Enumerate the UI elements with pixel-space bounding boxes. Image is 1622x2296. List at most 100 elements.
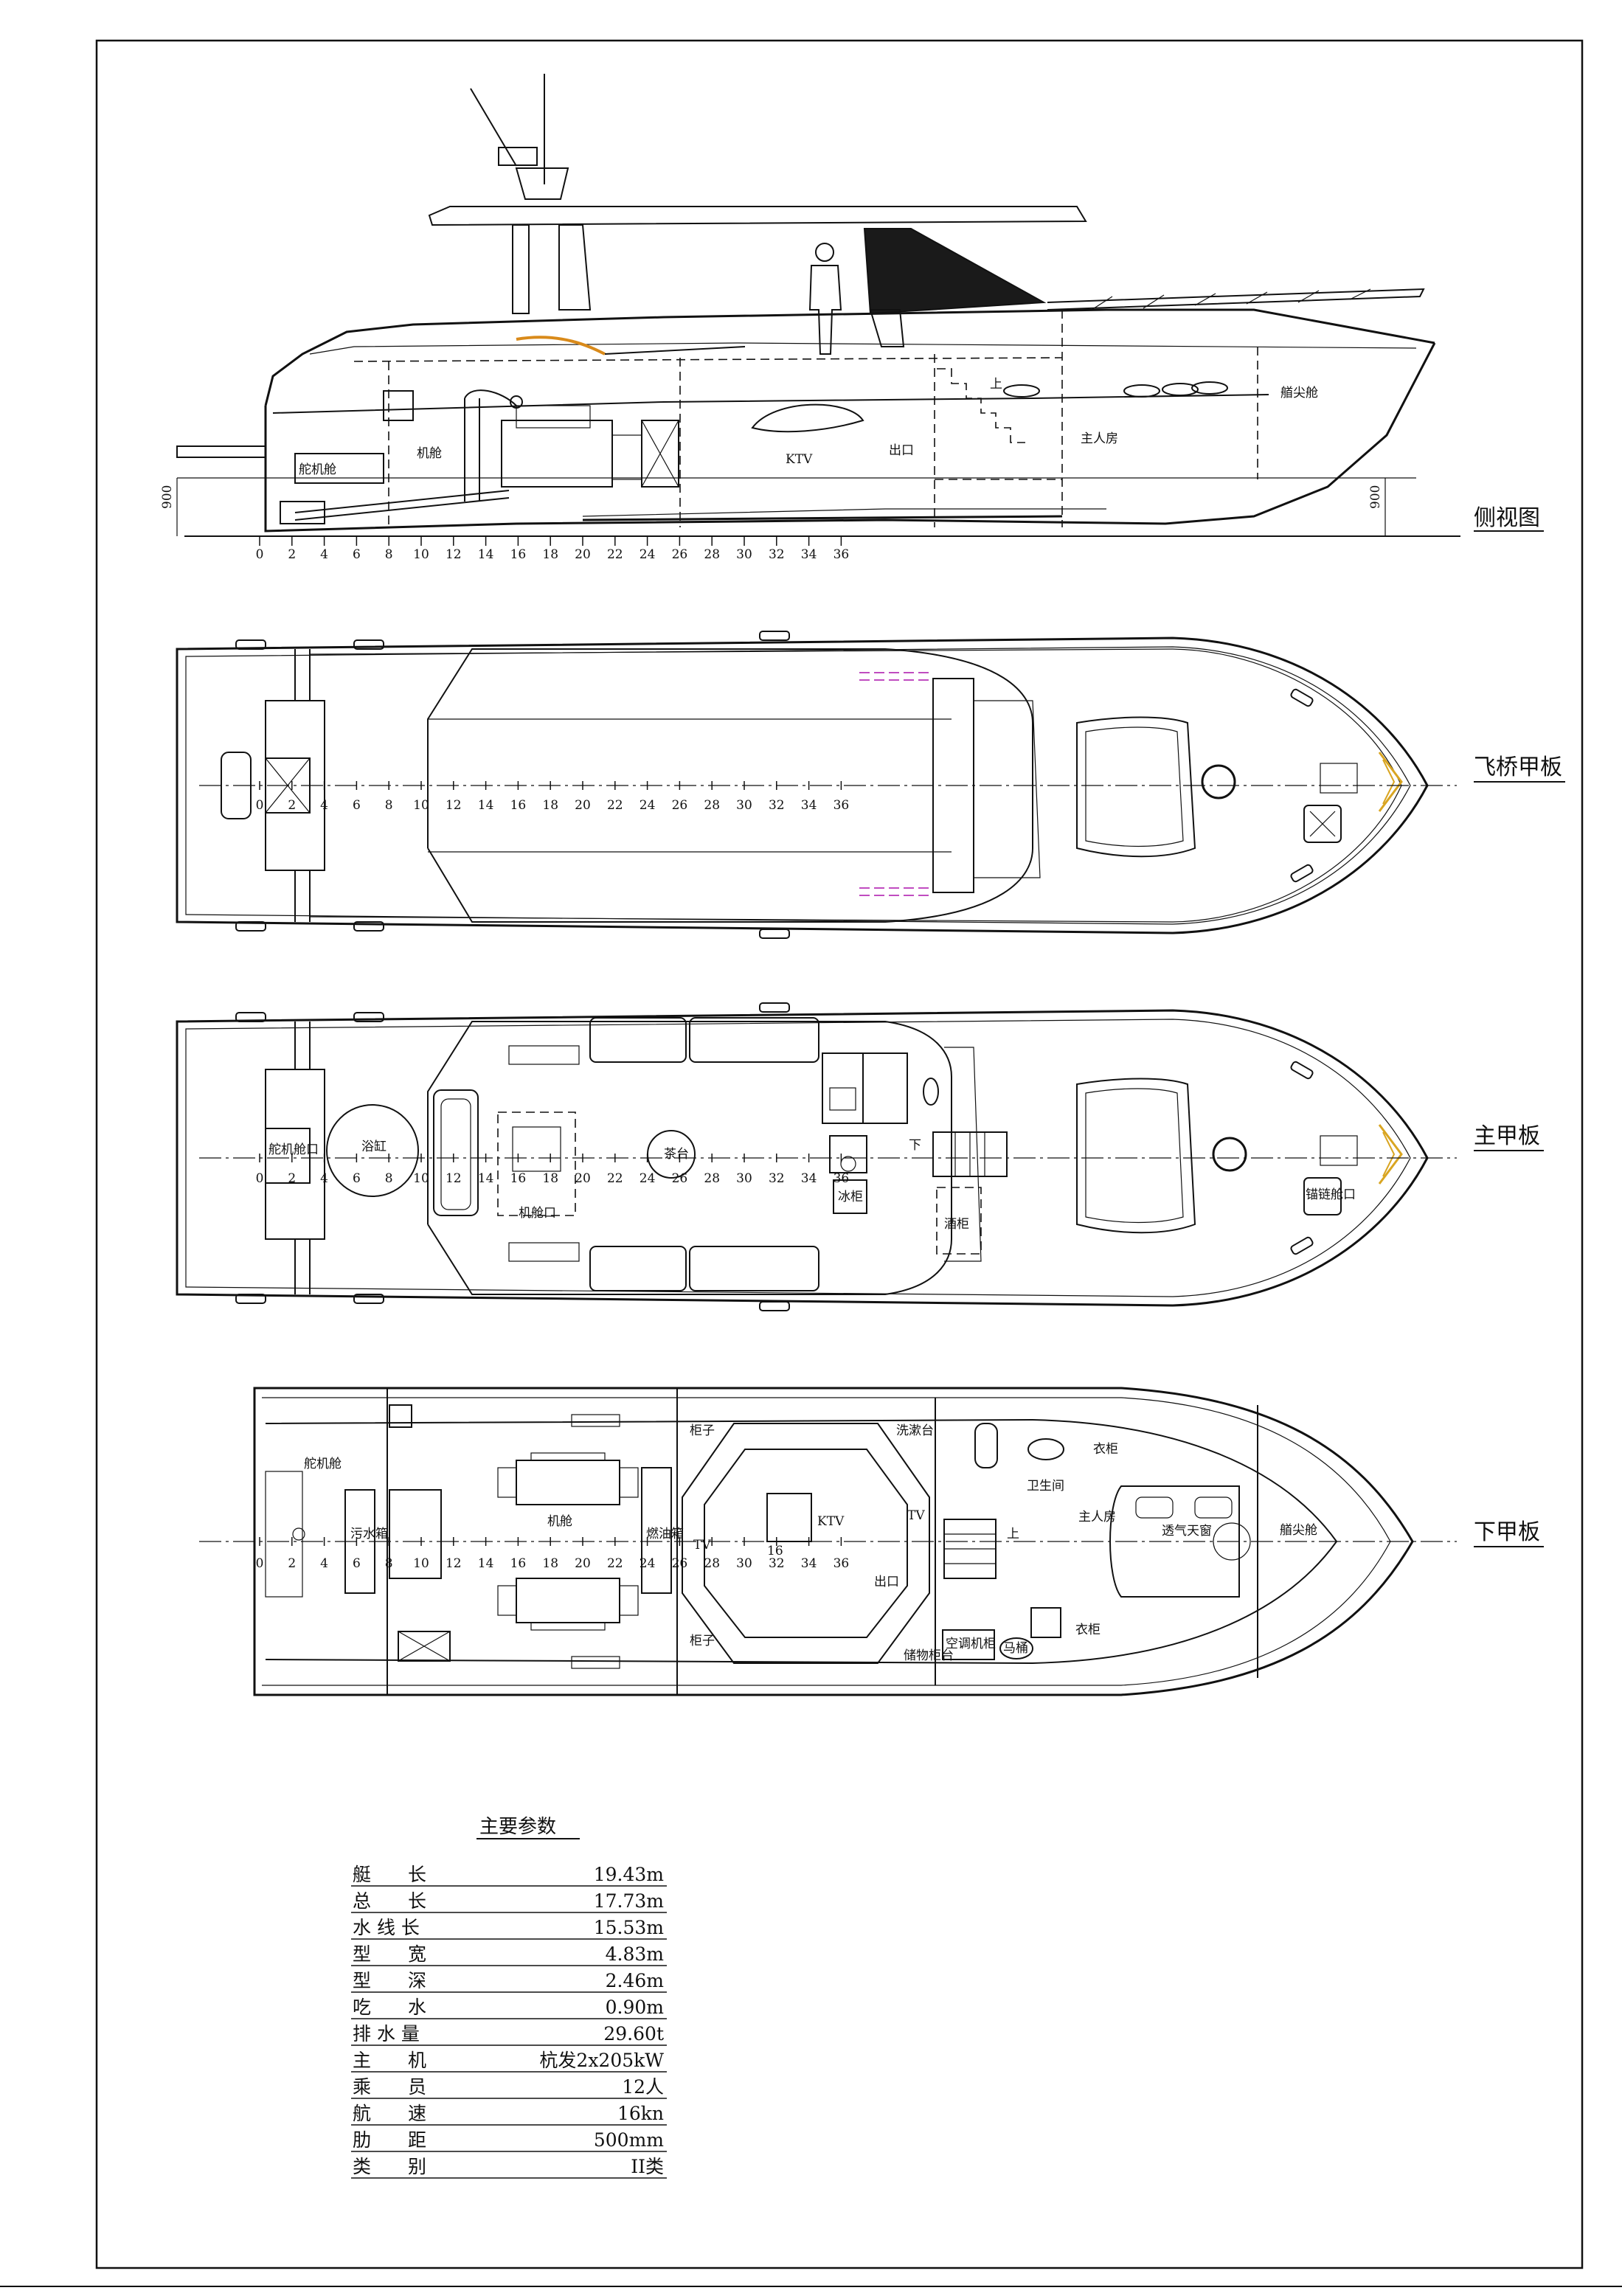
frame-tick-label: 12 [446, 1171, 462, 1186]
frame-tick-label: 10 [413, 1556, 429, 1571]
label-bow-cabin: 艏尖舱 [1280, 1523, 1317, 1538]
label-engine-hatch: 机舱口 [519, 1206, 556, 1221]
frame-tick-label: 2 [288, 547, 296, 562]
label-ktv: KTV [786, 452, 813, 467]
bathtub [326, 1104, 419, 1197]
frame-tick-label: 4 [320, 1556, 328, 1571]
frame-tick-label: 16 [510, 547, 527, 562]
rudder-stock [292, 1527, 305, 1541]
param-value: 19.43m [594, 1864, 665, 1885]
param-name: 型 深 [353, 1970, 426, 1991]
label-tea-table: 茶台 [664, 1147, 689, 1162]
battery-rack-top [571, 1414, 620, 1427]
frame-tick-label: 34 [801, 798, 817, 813]
fridge [833, 1179, 867, 1214]
params-title: 主要参数 [479, 1816, 556, 1838]
param-name: 排 水 量 [353, 2023, 420, 2044]
frame-tick-label: 22 [607, 798, 623, 813]
label-master-room: 主人房 [1081, 431, 1118, 446]
seacock-bottom [398, 1631, 451, 1662]
label-vanity: 洗漱台 [896, 1423, 934, 1438]
helm-wheel [923, 1078, 939, 1106]
param-name: 肋 距 [353, 2129, 426, 2151]
label-toilet: 马桶 [1003, 1641, 1028, 1656]
view-title-side: 侧视图 [1474, 505, 1540, 531]
flybridge-stern-rails [294, 649, 311, 922]
engine-starboard [497, 1578, 639, 1631]
frame-tick-label: 22 [607, 1171, 623, 1186]
bow-rail [1047, 288, 1425, 311]
flybridge-outline [176, 637, 1429, 934]
frame-tick-label: 30 [736, 547, 752, 562]
bridge-post-right [558, 224, 592, 311]
frame-tick-label: 6 [353, 547, 361, 562]
frame-tick-label: 26 [672, 547, 688, 562]
frame-tick-label: 8 [385, 1171, 393, 1186]
label-cabinet-bottom: 柜子 [690, 1634, 715, 1648]
steering-gear [265, 1471, 303, 1598]
toilet [999, 1637, 1033, 1659]
frame-tick-label: 4 [320, 1171, 328, 1186]
frame-tick-label: 28 [704, 798, 720, 813]
label-engine-room: 机舱 [547, 1514, 572, 1529]
radar-dome [498, 147, 538, 166]
sink-basin [829, 1087, 856, 1111]
drawing-border [95, 39, 1584, 2269]
hull-stripe-tail [604, 346, 746, 355]
coffee-table-port [508, 1045, 580, 1065]
label-ktv: KTV [817, 1514, 845, 1529]
label-sewage-tank: 污水箱 [350, 1527, 388, 1541]
frame-tick-label: 32 [769, 1171, 785, 1186]
frame-tick-label: 16 [510, 1556, 527, 1571]
frame-tick-label: 12 [446, 798, 462, 813]
main-anchor-pulpit [1378, 1124, 1403, 1185]
frame-tick-label: 6 [353, 798, 361, 813]
view-title-main: 主甲板 [1474, 1123, 1540, 1149]
swim-platform [176, 445, 266, 458]
frame-tick-label: 20 [575, 547, 591, 562]
magenta-dashed-bottom [859, 887, 929, 896]
antenna [470, 88, 517, 167]
label-wardrobe-bottom: 衣柜 [1075, 1623, 1101, 1637]
bulkheads [353, 310, 1258, 527]
label-anchor-hatch: 锚链舱口 [1306, 1187, 1356, 1202]
engine-port [497, 1452, 639, 1505]
ktv-table [766, 1493, 812, 1542]
battery-rack-bottom [571, 1656, 620, 1669]
frame-tick-label: 8 [385, 547, 393, 562]
main-cleats [235, 1002, 1314, 1311]
param-value: 17.73m [594, 1890, 665, 1912]
label-engine-room: 机舱 [417, 446, 442, 461]
frame-tick-label: 36 [833, 1171, 850, 1186]
label-fuel-tank: 燃油箱 [646, 1527, 684, 1541]
pillow-port [1135, 1496, 1174, 1519]
param-name: 型 宽 [353, 1943, 426, 1965]
propeller-shaft [294, 490, 510, 521]
toilet-top [974, 1423, 998, 1468]
param-value: 4.83m [606, 1943, 665, 1965]
frame-tick-label: 28 [704, 1171, 720, 1186]
frame-tick-label: 32 [769, 547, 785, 562]
lower-deck-view: 污水箱 舵机舱 机舱 燃油箱 KTV 柜子 柜子 TV 16 [199, 1387, 1544, 1696]
person-silhouette [808, 243, 842, 355]
sunpad-inner [1085, 726, 1184, 847]
hardtop-roof [428, 206, 1087, 226]
label-bathroom: 卫生间 [1027, 1479, 1064, 1494]
param-value: 12人 [622, 2076, 664, 2098]
frame-tick-label: 18 [542, 1171, 558, 1186]
rudder-hatch [265, 1128, 311, 1184]
hardtop-outline [427, 648, 1033, 923]
frame-tick-label: 26 [672, 1556, 688, 1571]
stair-steps [954, 1132, 985, 1176]
frame-tick-label: 26 [672, 798, 688, 813]
sofa-port-2 [689, 1017, 819, 1063]
frame-tick-label: 30 [736, 1171, 752, 1186]
engine-hatch-inner [512, 1126, 561, 1172]
frame-tick-label: 36 [833, 798, 850, 813]
fuel-tank [641, 1467, 672, 1594]
frame-tick-label: 6 [353, 1171, 361, 1186]
